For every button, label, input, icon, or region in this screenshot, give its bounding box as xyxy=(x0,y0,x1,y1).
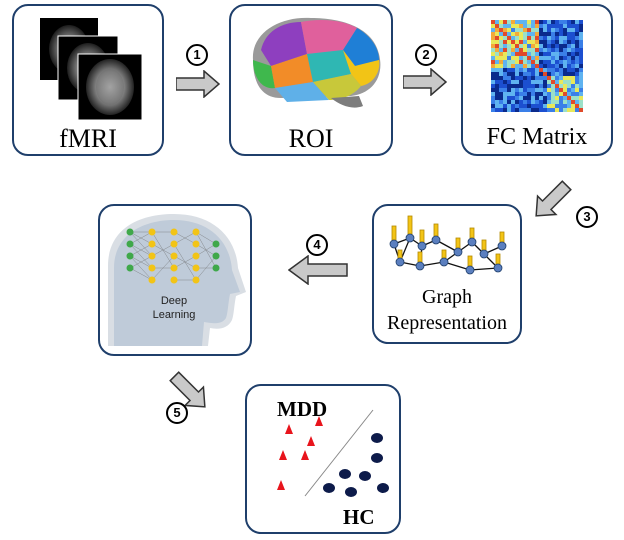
arrow-3 xyxy=(535,180,572,217)
roi-label: ROI xyxy=(288,124,334,153)
deep-learning-head-image: Deep Learning xyxy=(108,214,246,346)
classification-box: MDD HC xyxy=(245,384,401,534)
graph-label-line2: Representation xyxy=(387,312,507,334)
step-1-badge: 1 xyxy=(186,44,208,66)
mdd-markers xyxy=(277,416,323,490)
decision-boundary-line xyxy=(304,409,374,497)
hc-label: HC xyxy=(343,505,375,529)
graph-label-line1: Graph xyxy=(422,286,472,308)
fc-matrix-label: FC Matrix xyxy=(486,124,588,150)
step-3-badge: 3 xyxy=(576,206,598,228)
fmri-box: fMRI xyxy=(12,4,164,156)
arrow-1 xyxy=(176,70,220,98)
arrow-5 xyxy=(169,371,206,408)
fc-matrix-box: FC Matrix xyxy=(461,4,613,156)
deep-learning-box: Deep Learning xyxy=(98,204,252,356)
step-4-badge: 4 xyxy=(306,234,328,256)
arrow-2 xyxy=(403,68,447,96)
step-5-badge: 5 xyxy=(166,402,188,424)
deep-learning-label-line2: Learning xyxy=(153,309,196,321)
fmri-label: fMRI xyxy=(59,124,117,153)
brain-regions-image xyxy=(252,17,381,108)
arrow-4 xyxy=(288,255,348,285)
step-2-badge: 2 xyxy=(415,44,437,66)
fmri-slices-image xyxy=(40,18,143,121)
deep-learning-label-line1: Deep xyxy=(161,295,187,307)
mdd-label: MDD xyxy=(277,397,327,421)
roi-box: ROI xyxy=(229,4,393,156)
fc-matrix-image xyxy=(491,20,583,112)
graph-network-image xyxy=(389,215,507,275)
hc-markers xyxy=(323,433,389,497)
graph-box: Graph Representation xyxy=(372,204,522,344)
classification-scatter: MDD HC xyxy=(277,397,389,529)
